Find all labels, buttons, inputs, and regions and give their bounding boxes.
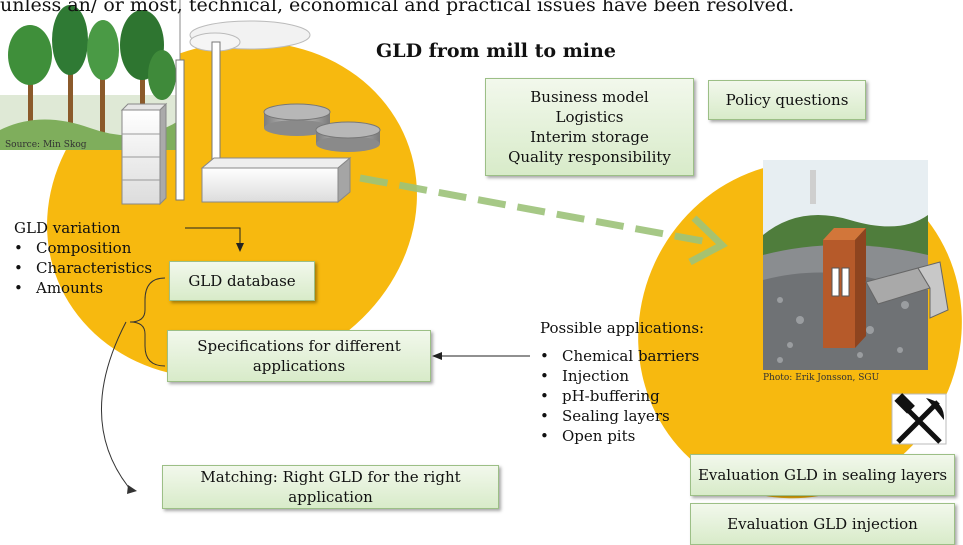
variation-item: Characteristics [14, 258, 152, 278]
possible-applications-list: Possible applications: Chemical barriers… [540, 318, 704, 446]
application-item: Chemical barriers [540, 346, 704, 366]
matching-box: Matching: Right GLD for the right applic… [162, 465, 499, 509]
evaluation-sealing-box: Evaluation GLD in sealing layers [690, 454, 955, 496]
application-item: Sealing layers [540, 406, 704, 426]
variation-to-database-arrow [185, 227, 244, 252]
policy-questions-box: Policy questions [708, 80, 866, 120]
gld-variation-list: GLD variation Composition Characteristic… [14, 218, 152, 298]
matching-label: Matching: Right GLD for the right applic… [200, 468, 461, 506]
forest-photo-credit: Source: Min Skog [5, 140, 87, 150]
variation-item: Amounts [14, 278, 152, 298]
policy-label: Policy questions [725, 91, 849, 109]
pickaxe-hammer-icon [891, 393, 947, 445]
curve-to-matching-arrow [101, 321, 137, 494]
mine-photo-credit: Photo: Erik Jonsson, SGU [763, 373, 880, 383]
application-item: Injection [540, 366, 704, 386]
specifications-line: applications [252, 357, 346, 375]
applications-heading: Possible applications: [540, 319, 705, 337]
page-title: GLD from mill to mine [376, 40, 616, 62]
variation-item: Composition [14, 238, 152, 258]
application-item: Open pits [540, 426, 704, 446]
business-line: Business model [530, 88, 649, 106]
intro-sentence-fragment: unless an/ or most, technical, economica… [0, 0, 795, 16]
tall-building [120, 102, 168, 206]
business-model-box: Business model Logistics Interim storage… [485, 78, 694, 176]
evaluation-injection-label: Evaluation GLD injection [727, 515, 918, 533]
business-line: Interim storage [530, 128, 649, 146]
applications-to-specifications-arrow [432, 352, 530, 360]
specifications-box: Specifications for different application… [167, 330, 431, 382]
mill-to-mine-arrow [359, 174, 728, 266]
database-label: GLD database [188, 272, 296, 290]
application-item: pH-buffering [540, 386, 704, 406]
evaluation-sealing-label: Evaluation GLD in sealing layers [697, 466, 948, 484]
business-line: Quality responsibility [508, 148, 671, 166]
storage-tanks [263, 103, 381, 152]
factory-hall [200, 156, 352, 204]
specifications-line: Specifications for different [197, 337, 401, 355]
evaluation-injection-box: Evaluation GLD injection [690, 503, 955, 545]
gld-database-box: GLD database [169, 261, 315, 301]
variation-heading: GLD variation [14, 219, 121, 237]
business-line: Logistics [555, 108, 624, 126]
mine-photo [763, 160, 949, 370]
